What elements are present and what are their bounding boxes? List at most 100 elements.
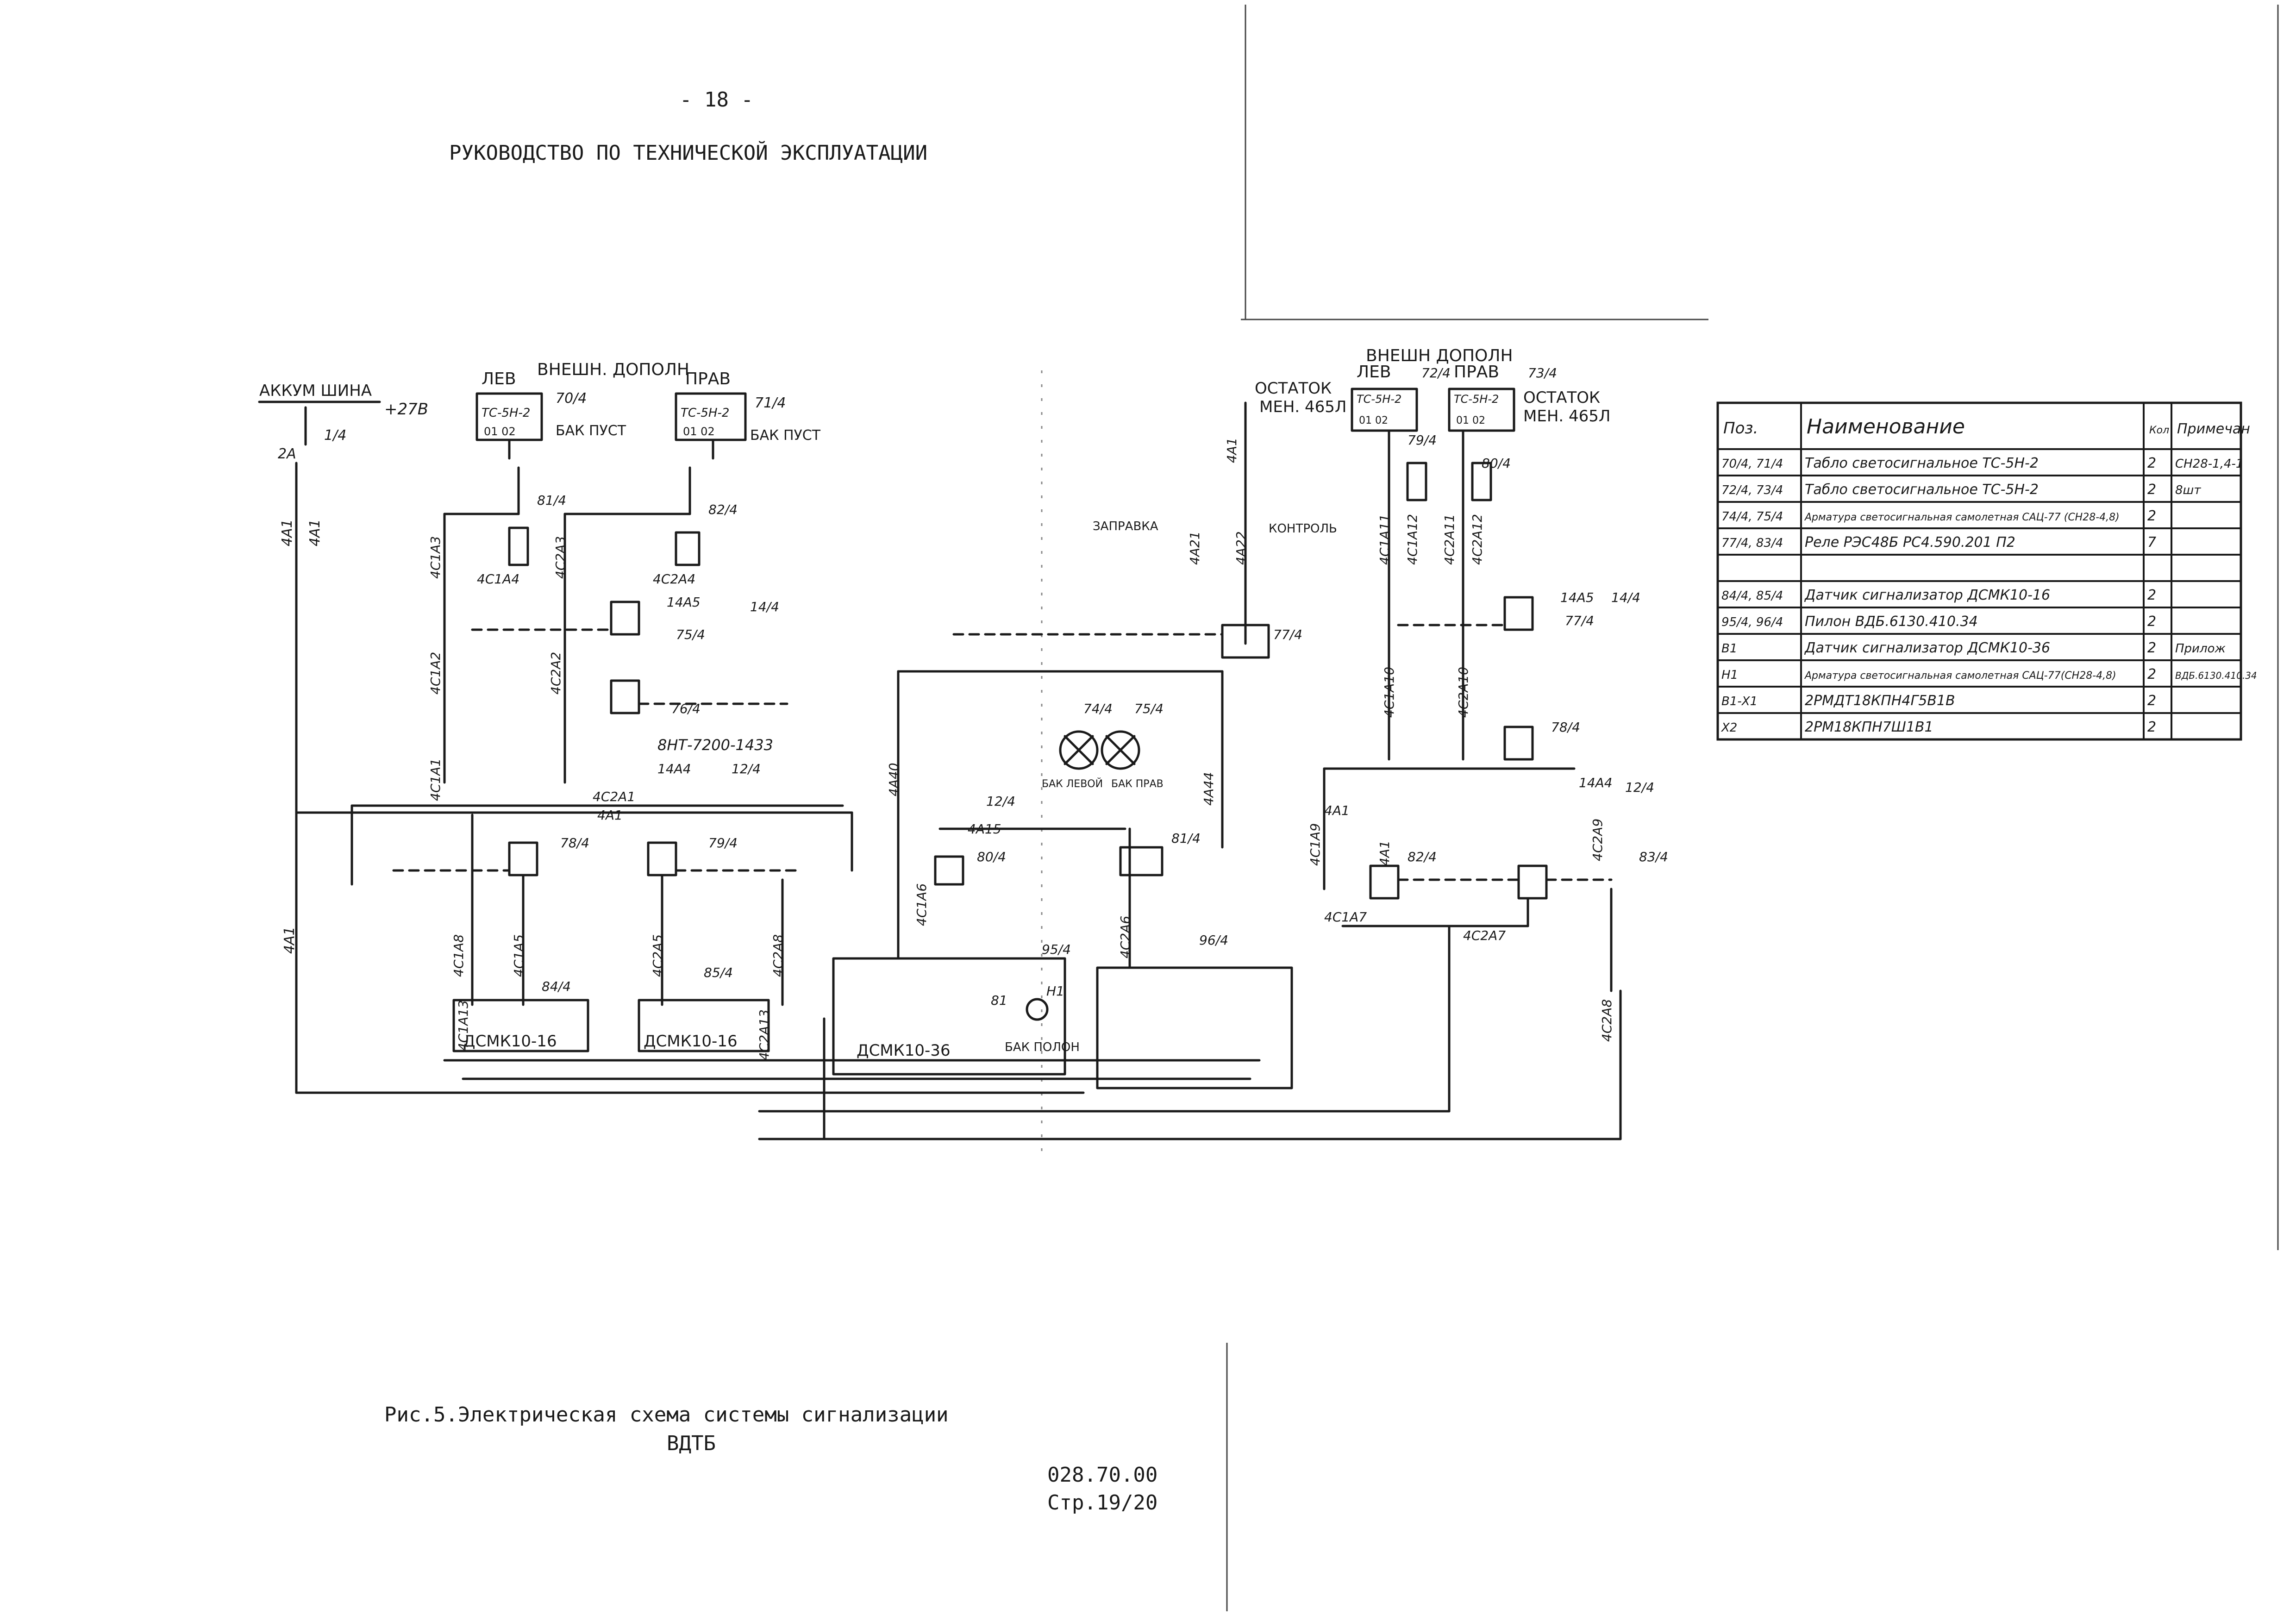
- table-cell: Датчик сигнализатор ДСМК10-36: [1804, 640, 2050, 656]
- wire-ref-label: 4С2А8: [1599, 999, 1614, 1042]
- wire-ref-label: 4С2А6: [1118, 916, 1133, 958]
- wire-ref-label: 77/4: [1565, 613, 1594, 628]
- wire-ref-label: 4А21: [1187, 531, 1202, 565]
- wire-ref-label: 78/4: [1551, 720, 1580, 735]
- men-465-right: МЕН. 465Л: [1523, 407, 1610, 426]
- table-cell: 77/4, 83/4: [1721, 536, 1783, 550]
- wire-ref-label: 4С1А9: [1308, 823, 1323, 866]
- wire-ref-label: 77/4: [1273, 627, 1302, 642]
- right-lamp-lev-label: ЛЕВ: [1357, 363, 1391, 382]
- figure-caption: Рис.5.Электрическая схема системы сигнал…: [384, 1403, 949, 1427]
- component-labels: ЗАПРАВКА КОНТРОЛЬ БАК ЛЕВОЙ БАК ПРАВ БАК…: [463, 520, 1337, 1060]
- connector-label: 8НТ-7200-1433: [657, 736, 773, 754]
- table-cell: 95/4, 96/4: [1721, 615, 1783, 629]
- wire-ref-label: 14/4: [750, 599, 779, 614]
- table-cell: Датчик сигнализатор ДСМК10-16: [1804, 587, 2050, 603]
- wire-ref-label: 75/4: [676, 627, 705, 642]
- wire-ref-label: 12/4: [732, 761, 761, 776]
- wire-ref-label: 95/4: [1042, 942, 1071, 957]
- page-number: - 18 -: [680, 88, 753, 112]
- wire-ref-label: 4А1: [1224, 438, 1239, 463]
- document-code: 028.70.00: [1047, 1463, 1158, 1487]
- table-cell: 2: [2147, 640, 2156, 656]
- table-cell: Табло светосигнальное ТС-5Н-2: [1805, 482, 2039, 498]
- bus-ref-label: 4А1: [307, 519, 323, 546]
- table-cell: 2: [2147, 587, 2156, 603]
- ostatok-right: ОСТАТОК: [1523, 388, 1600, 407]
- wire-ref-label: 80/4: [977, 849, 1006, 864]
- left-bak-pust: БАК ПУСТ: [556, 423, 626, 439]
- table-cell: Прилож: [2175, 642, 2226, 656]
- right-lamp-prav-label: ПРАВ: [1454, 363, 1499, 382]
- wire-ref-label: Н1: [1046, 983, 1064, 999]
- left-lamp-type-lev: ТС-5Н-2: [482, 406, 530, 420]
- wire-ref-label: 4С2А8: [770, 934, 786, 977]
- wire-ref-label: 4С2А9: [1590, 819, 1605, 861]
- wire-ref-label: 4С2А5: [650, 934, 665, 977]
- wire-ref-label: 81: [991, 993, 1007, 1008]
- accumulator-bus-label: АККУМ ШИНА: [259, 382, 372, 400]
- wire-ref-label: 4С2А13: [757, 1009, 772, 1060]
- table-cell: 2РМ18КПН7Ш1В1: [1805, 719, 1933, 735]
- table-cell: 8шт: [2175, 483, 2201, 497]
- left-lamp-prav-label: ПРАВ: [685, 369, 731, 388]
- wire-ref-label: 4С1А7: [1324, 909, 1367, 925]
- ref-71-4: 71/4: [755, 395, 786, 411]
- wire-ref-label: 78/4: [560, 835, 589, 851]
- table-cell: 2: [2147, 666, 2156, 682]
- kontrol-label: КОНТРОЛЬ: [1269, 522, 1337, 536]
- right-lamp-pins-lev: 01 02: [1359, 415, 1388, 426]
- table-cell: В1: [1721, 642, 1737, 656]
- wire-ref-label: 4А40: [886, 763, 901, 796]
- table-cell: 2: [2147, 482, 2156, 498]
- wire-ref-label: 4С1А10: [1382, 667, 1397, 718]
- wire-ref-label: 4С2А3: [553, 536, 568, 579]
- bus-ref-label: 1/4: [324, 427, 346, 444]
- wire-ref-label: 4А1: [1377, 840, 1392, 866]
- left-lamp-group: ВНЕШН. ДОПОЛН ЛЕВ ПРАВ ТС-5Н-2 01 02 ТС-…: [482, 360, 821, 444]
- wire-ref-label: 4А15: [968, 821, 1001, 837]
- bak-pravoy-label: БАК ПРАВ: [1111, 778, 1164, 790]
- wire-ref-label: 14А4: [657, 761, 691, 776]
- table-cell: СН28-1,4-1: [2175, 457, 2243, 471]
- right-group-caption: ВНЕШН ДОПОЛН: [1366, 346, 1513, 365]
- wire-ref-label: 4С1А1: [428, 758, 443, 801]
- left-lamp-type-prav: ТС-5Н-2: [681, 406, 729, 420]
- wire-ref-label: 75/4: [1134, 701, 1164, 716]
- wire-ref-label: 82/4: [708, 502, 738, 517]
- table-header-cell: Кол: [2149, 425, 2169, 436]
- table-cell: Реле РЭС48Б РС4.590.201 П2: [1805, 534, 2015, 551]
- wire-ref-label: 4С1А3: [428, 536, 443, 579]
- wire-ref-label: 4С2А4: [653, 571, 695, 587]
- bak-levoy-label: БАК ЛЕВОЙ: [1042, 778, 1103, 790]
- ref-73-4: 73/4: [1528, 365, 1557, 381]
- wire-ref-label: 4С2А7: [1463, 928, 1506, 943]
- wire-ref-label: 4С1А8: [451, 934, 466, 977]
- wire-ref-label: 4С1А2: [428, 652, 443, 695]
- zapravka-label: ЗАПРАВКА: [1093, 520, 1158, 533]
- table-header-cell: Наименование: [1807, 415, 1965, 438]
- bus-ref-label: 4А1: [279, 519, 295, 546]
- men-465-left: МЕН. 465Л: [1259, 398, 1346, 416]
- table-cell: 70/4, 71/4: [1721, 457, 1783, 471]
- wire-ref-label: 4С1А5: [511, 934, 526, 977]
- right-lamp-pins-prav: 01 02: [1456, 415, 1485, 426]
- table-cell: 74/4, 75/4: [1721, 510, 1783, 524]
- table-cell: 84/4, 85/4: [1721, 589, 1783, 603]
- left-lamp-pins-prav: 01 02: [683, 425, 715, 438]
- wire-ref-label: 4А44: [1201, 772, 1216, 806]
- dsmk-16-right-label: ДСМК10-16: [644, 1032, 738, 1051]
- bus-voltage: +27В: [384, 400, 428, 419]
- figure-caption-line2: ВДТБ: [667, 1432, 716, 1455]
- wire-ref-label: 83/4: [1639, 849, 1668, 864]
- wire-ref-label: 14/4: [1611, 590, 1640, 605]
- wire-ref-label: 4С2А1: [593, 789, 635, 804]
- dsmk-16-left-label: ДСМК10-16: [463, 1032, 557, 1051]
- wire-ref-label: 4С2А12: [1470, 514, 1485, 565]
- bus-ref-label: 2А: [278, 446, 296, 462]
- wire-ref-label: 12/4: [986, 794, 1015, 809]
- wire-ref-label: 85/4: [704, 965, 733, 980]
- table-cell: Арматура светосигнальная самолетная САЦ-…: [1804, 512, 2120, 523]
- table-cell: 72/4, 73/4: [1721, 483, 1783, 497]
